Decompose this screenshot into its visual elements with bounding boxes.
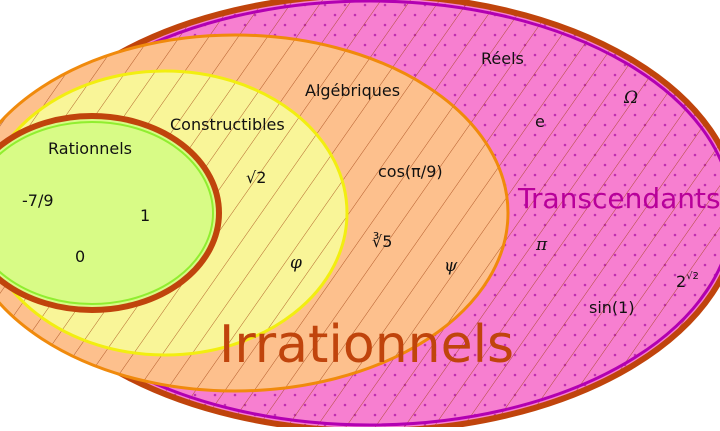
element-pi: π bbox=[535, 235, 548, 255]
label-rationnels: Rationnels bbox=[48, 139, 132, 158]
element-phi: φ bbox=[290, 253, 302, 273]
element-cos-pi-9: cos(π/9) bbox=[378, 162, 443, 181]
label-irrationnels: Irrationnels bbox=[219, 315, 514, 375]
label-constructibles: Constructibles bbox=[170, 115, 285, 134]
element-zero: 0 bbox=[75, 247, 85, 266]
element-sqrt-two: √2 bbox=[246, 168, 266, 187]
label-reels: Réels bbox=[481, 49, 524, 68]
label-transcendants: Transcendants bbox=[517, 182, 720, 215]
element-cbrt-five: ∛5 bbox=[372, 232, 392, 251]
power-base: 2 bbox=[676, 272, 686, 291]
rationnels-inner-outline bbox=[0, 121, 214, 305]
constructibles-outline bbox=[0, 69, 349, 357]
element-sin-one: sin(1) bbox=[589, 298, 635, 317]
element-psi: ψ bbox=[444, 256, 458, 276]
element-minus-seven-ninths: -7/9 bbox=[22, 191, 54, 210]
label-algebriques: Algébriques bbox=[305, 81, 400, 100]
rationnels-outline bbox=[0, 113, 222, 313]
element-omega: Ω bbox=[623, 88, 638, 108]
element-e: e bbox=[535, 112, 545, 131]
power-exponent: √2 bbox=[686, 271, 699, 282]
element-one: 1 bbox=[140, 206, 150, 225]
rationnels-set bbox=[0, 116, 219, 310]
algebriques-outline bbox=[0, 33, 510, 393]
element-two-power-sqrt-two: 2√2 bbox=[676, 271, 699, 291]
